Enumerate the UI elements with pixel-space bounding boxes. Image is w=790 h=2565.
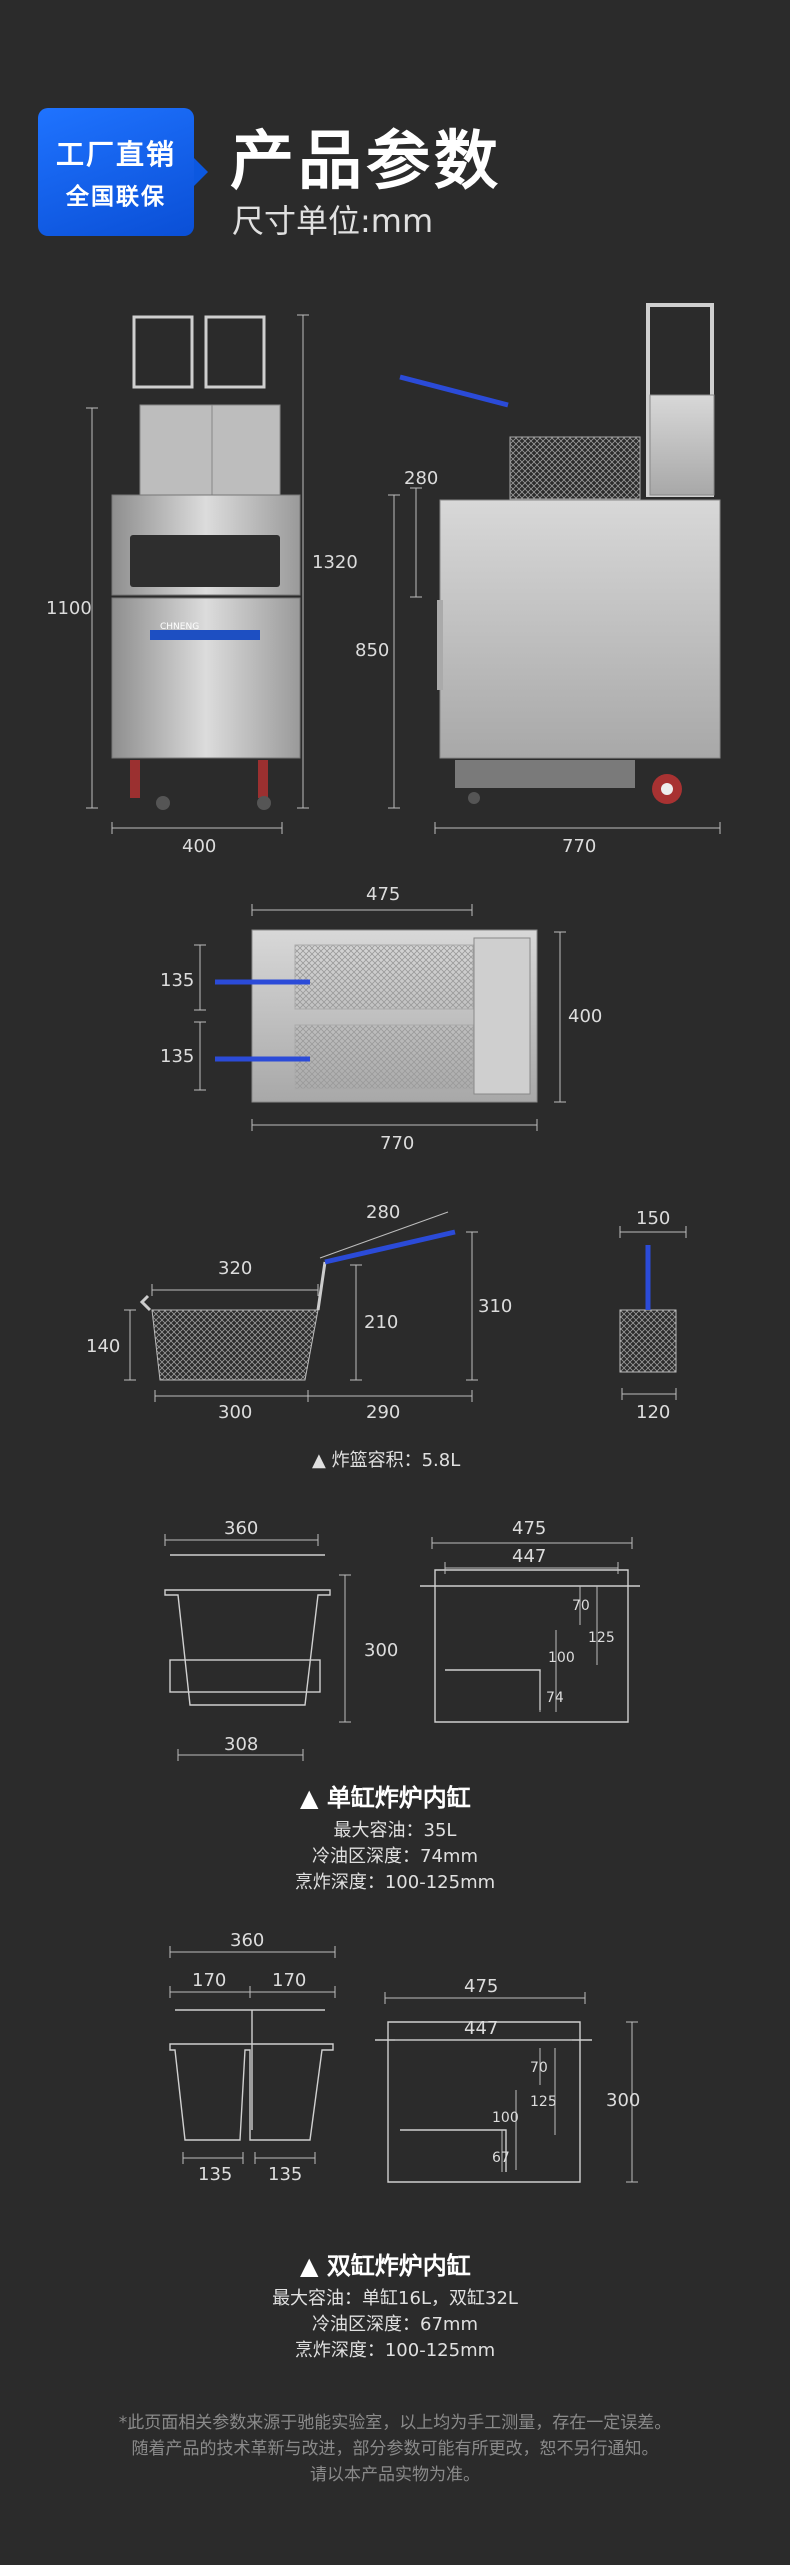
page-title: 产品参数 [230, 125, 502, 199]
dim-basket-top-length: 320 [218, 1258, 253, 1279]
dim-single-100: 100 [548, 1650, 575, 1666]
dim-side-body: 850 [355, 640, 390, 661]
dim-double-67: 67 [492, 2150, 510, 2166]
dim-basket-handle-span: 290 [366, 1402, 401, 1423]
single-tank-title: ▲ 单缸炸炉内缸 [300, 1784, 471, 1812]
double-tank-line3: 烹炸深度：100-125mm [294, 2340, 496, 2361]
dim-top-slot1: 135 [160, 970, 195, 991]
dim-double-w-top: 360 [230, 1930, 265, 1951]
dim-basket-handle: 280 [366, 1202, 401, 1223]
dim-basket-inner-height: 210 [364, 1312, 399, 1333]
unit-subtitle: 尺寸单位:mm [232, 202, 434, 240]
front-brand-label: CHNENG [160, 622, 200, 632]
dim-double-w-left: 170 [192, 1970, 227, 1991]
dim-front-height-body: 1100 [46, 598, 92, 619]
footer-line3: 请以本产品实物为准。 [310, 2465, 480, 2485]
dim-side-depth: 770 [562, 836, 597, 857]
dim-basket-overall-height: 310 [478, 1296, 513, 1317]
single-tank-line3: 烹炸深度：100-125mm [294, 1872, 496, 1893]
double-tank-line1: 最大容油：单缸16L，双缸32L [272, 2288, 518, 2309]
dim-top-width: 400 [568, 1006, 603, 1027]
dim-single-inner-len: 447 [512, 1546, 547, 1567]
dim-basket-front-top: 150 [636, 1208, 671, 1229]
double-tank-drawing [169, 2009, 592, 2183]
double-tank-line2: 冷油区深度：67mm [312, 2314, 478, 2335]
dim-double-inner-len: 447 [464, 2018, 499, 2039]
dim-top-depth: 770 [380, 1133, 415, 1154]
dim-double-w-right: 170 [272, 1970, 307, 1991]
dim-top-basket-width: 475 [366, 884, 401, 905]
basket-capacity-caption: ▲ 炸篮容积：5.8L [312, 1450, 461, 1471]
dim-single-depth: 300 [364, 1640, 399, 1661]
basket-view [139, 1229, 677, 1381]
dim-double-100: 100 [492, 2110, 519, 2126]
dim-single-125: 125 [588, 1630, 615, 1646]
dim-basket-side-height: 140 [86, 1336, 121, 1357]
dim-front-width: 400 [182, 836, 217, 857]
single-tank-drawing [164, 1554, 640, 1723]
dim-top-slot2: 135 [160, 1046, 195, 1067]
dim-single-w-top: 360 [224, 1518, 259, 1539]
dim-double-len: 475 [464, 1976, 499, 1997]
single-tank-line2: 冷油区深度：74mm [312, 1846, 478, 1867]
disclaimer-footer: *此页面相关参数来源于驰能实验室，以上均为手工测量，存在一定误差。 随着产品的技… [0, 2410, 790, 2488]
dim-side-basket: 280 [404, 468, 439, 489]
factory-badge: 工厂直销 全国联保 [38, 108, 208, 236]
dim-double-depth: 300 [606, 2090, 641, 2111]
dim-single-len: 475 [512, 1518, 547, 1539]
dim-single-70: 70 [572, 1598, 590, 1614]
footer-line1: *此页面相关参数来源于驰能实验室，以上均为手工测量，存在一定误差。 [118, 2413, 672, 2433]
dim-double-70: 70 [530, 2060, 548, 2076]
badge-line2: 全国联保 [66, 184, 166, 210]
footer-line2: 随着产品的技术革新与改进，部分参数可能有所更改，恕不另行通知。 [131, 2439, 659, 2459]
dim-basket-front-bottom: 120 [636, 1402, 671, 1423]
dim-double-b-left: 135 [198, 2164, 233, 2185]
single-tank-line1: 最大容油：35L [333, 1820, 457, 1841]
dim-basket-bottom-length: 300 [218, 1402, 253, 1423]
dim-double-b-right: 135 [268, 2164, 303, 2185]
double-tank-title: ▲ 双缸炸炉内缸 [300, 2252, 471, 2280]
badge-line1: 工厂直销 [55, 138, 176, 171]
dim-front-height-total: 1320 [312, 552, 358, 573]
dim-single-w-bottom: 308 [224, 1734, 259, 1755]
dim-double-125: 125 [530, 2094, 557, 2110]
top-view-fryer [215, 929, 538, 1103]
front-view-fryer [111, 315, 301, 810]
dim-single-74: 74 [546, 1690, 564, 1706]
side-view-fryer [399, 303, 721, 804]
